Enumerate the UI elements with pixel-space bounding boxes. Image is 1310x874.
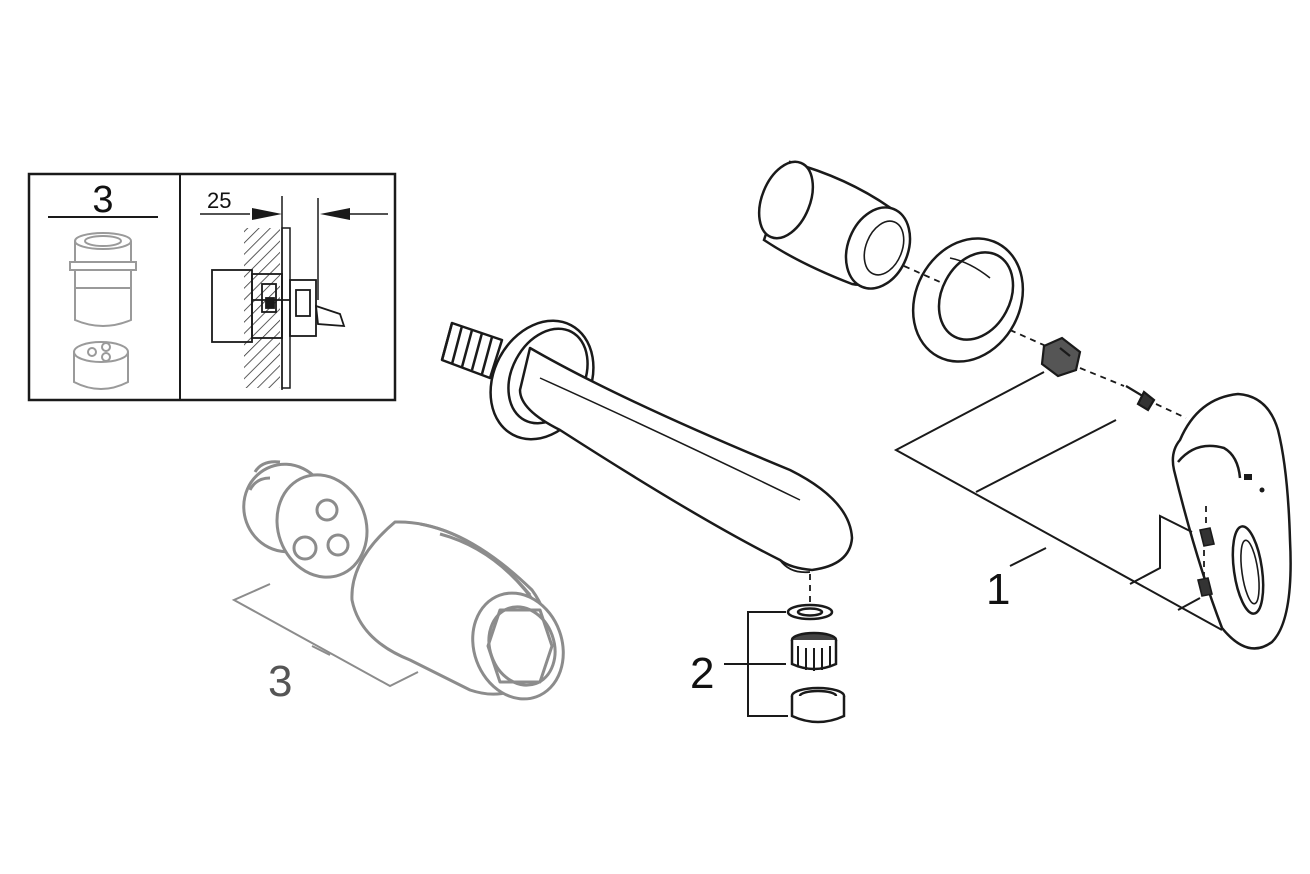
aerator-housing [790,686,846,724]
spout-body-highlight [539,377,801,501]
handle-callout-label: 1 [986,565,1010,614]
dimension-label: 25 [207,188,231,213]
handle-lever [1171,392,1292,650]
aerator-washer [786,603,834,621]
inset-panel: 3 25 [27,172,397,402]
handle-screw [1125,385,1156,412]
aerator-callout-label: 2 [690,649,714,698]
cartridge-body [350,520,565,701]
dimension-arrow-left [252,208,282,220]
valve-body-section [211,269,346,343]
aerator-parts [786,603,846,724]
dimension-arrow-right [320,208,350,220]
inset-cartridge-icon [69,232,137,390]
cartridge-disc-unit [242,460,369,579]
spout-body [518,346,854,572]
handle-sleeve [757,160,912,290]
handle-rosette [911,237,1025,363]
handle-adapter [1040,336,1082,378]
spout-threaded-stem [440,321,504,380]
tile-layer [281,227,291,389]
handle-assembly-axis [903,265,1207,576]
cartridge-callout-bracket [231,583,419,688]
cartridge-ghost [242,460,565,701]
handle-callout-bracket [893,371,1223,631]
spout-outlet [779,559,811,574]
installation-detail: 25 [200,188,388,390]
cartridge-callout-label: 3 [268,657,292,706]
spout [440,319,854,574]
inset-border [27,172,397,402]
aerator-callout-bracket [724,611,788,717]
inset-part-label: 3 [92,179,113,221]
aerator-washer-hole [796,607,824,617]
aerator-insert [790,631,838,671]
handle-set-screws [1197,527,1215,597]
